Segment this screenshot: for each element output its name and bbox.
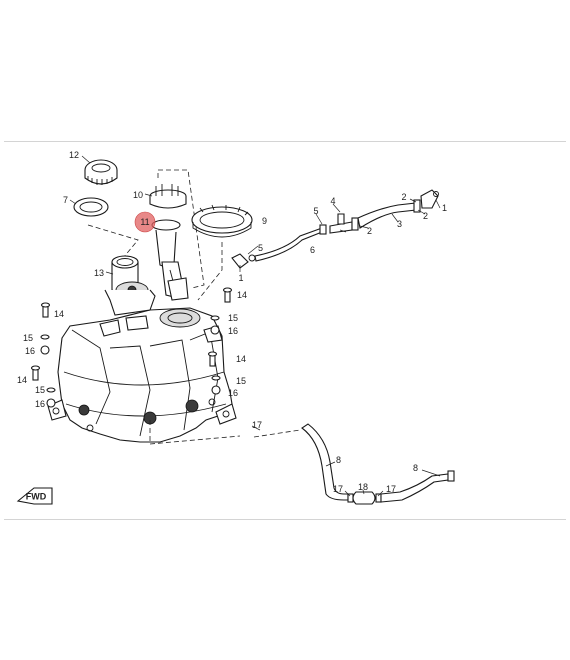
callout-17-a: 17 — [252, 420, 262, 430]
callout-7: 7 — [63, 195, 68, 205]
callout-labels: 12 7 10 11 9 13 5 1 6 5 4 2 3 2 2 1 14 1… — [17, 150, 447, 494]
callout-1-upper: 1 — [442, 203, 447, 213]
callout-17-b: 17 — [333, 484, 343, 494]
fuel-pump-assembly — [149, 184, 189, 301]
fuel-line-upper — [231, 189, 439, 269]
callout-16-b: 16 — [35, 399, 45, 409]
callout-4: 4 — [330, 196, 335, 206]
mount-hardware-right — [207, 287, 233, 395]
callout-14-c: 14 — [237, 290, 247, 300]
callout-8-a: 8 — [336, 455, 341, 465]
callout-16-d: 16 — [228, 388, 238, 398]
fuel-tank — [47, 281, 237, 443]
callout-13: 13 — [94, 268, 104, 278]
callout-15-b: 15 — [35, 385, 45, 395]
callout-17-c: 17 — [386, 484, 396, 494]
fuel-cap — [84, 159, 118, 185]
ring-guide-line — [197, 242, 223, 301]
mount-hardware-left — [30, 302, 56, 408]
callout-12: 12 — [69, 150, 79, 160]
callout-18: 18 — [358, 482, 368, 492]
cap-guide-line — [87, 224, 139, 271]
callout-16-a: 16 — [25, 346, 35, 356]
callout-5-upper: 5 — [313, 206, 318, 216]
cap-gasket — [73, 197, 109, 217]
callout-10: 10 — [133, 190, 143, 200]
lower-guide-line — [253, 429, 301, 438]
callout-2-lower: 2 — [367, 226, 372, 236]
callout-5-lower: 5 — [258, 243, 263, 253]
callout-14-a: 14 — [54, 309, 64, 319]
callout-2-upper: 2 — [401, 192, 406, 202]
fwd-arrow-icon: FWD — [16, 487, 53, 505]
callout-9: 9 — [262, 216, 267, 226]
callout-15-d: 15 — [236, 376, 246, 386]
diagram-frame — [4, 141, 566, 520]
pump-lock-ring — [191, 204, 253, 238]
callout-3: 3 — [397, 219, 402, 229]
callout-14-b: 14 — [17, 375, 27, 385]
callout-11: 11 — [140, 217, 149, 227]
callout-16-c: 16 — [228, 326, 238, 336]
callout-14-d: 14 — [236, 354, 246, 364]
highlight-marker — [134, 211, 156, 233]
tank-guide-line — [149, 420, 241, 445]
callout-2-right: 2 — [423, 211, 428, 221]
fuel-line-lower — [253, 423, 455, 505]
callout-6: 6 — [310, 245, 315, 255]
leader-lines — [69, 155, 441, 497]
callout-8-b: 8 — [413, 463, 418, 473]
fwd-label: FWD — [26, 492, 47, 502]
callout-1-lower: 1 — [238, 273, 243, 283]
callout-15-c: 15 — [228, 313, 238, 323]
callout-15-a: 15 — [23, 333, 33, 343]
